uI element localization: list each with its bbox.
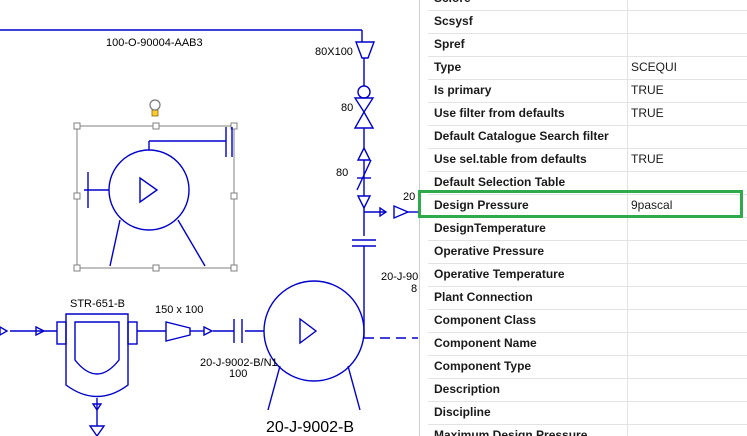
property-divider [627,333,628,355]
property-divider [627,218,628,240]
property-row[interactable]: Discipline [428,402,747,425]
valve-1-label: 80 [341,102,353,114]
property-divider [627,195,628,217]
property-name: Use filter from defaults [434,106,565,120]
property-row[interactable]: Operative Temperature [428,264,747,287]
property-divider [627,34,628,56]
property-row[interactable]: Is primary TRUE [428,80,747,103]
property-row[interactable]: Default Catalogue Search filter [428,126,747,149]
property-divider [627,11,628,33]
nozzle-size: 100 [229,368,247,380]
reducer-top[interactable] [354,41,376,86]
property-divider [627,126,628,148]
property-row[interactable]: Use filter from defaults TRUE [428,103,747,126]
property-row[interactable]: Maximum Design Pressure [428,425,747,436]
flange-vertical[interactable] [352,239,418,339]
property-name: Description [434,382,501,396]
property-divider [627,287,628,309]
property-value[interactable]: TRUE [631,83,664,97]
property-name: Type [434,60,462,74]
property-name: Scsysf [434,14,473,28]
property-divider [627,80,628,102]
property-name: Plant Connection [434,290,533,304]
property-divider [627,402,628,424]
property-name: Spref [434,37,465,51]
selected-pump[interactable] [73,99,238,272]
property-row[interactable]: Spref [428,34,747,57]
property-row[interactable]: Description [428,379,747,402]
check-valve[interactable] [356,142,372,210]
property-name: Component Class [434,313,537,327]
property-row[interactable]: Default Selection Table [428,172,747,195]
property-divider [627,172,628,194]
property-value[interactable]: 9pascal [631,198,673,212]
partial-label-20j: 20-J-90 [381,271,418,283]
property-name: Use sel.table from defaults [434,152,587,166]
property-divider [627,57,628,79]
property-divider [627,379,628,401]
property-name: DesignTemperature [434,221,546,235]
property-row[interactable]: Operative Pressure [428,241,747,264]
property-row[interactable]: Use sel.table from defaults TRUE [428,149,747,172]
property-row[interactable]: Plant Connection [428,287,747,310]
property-row[interactable]: DesignTemperature [428,218,747,241]
partial-label-20: 20 [403,191,415,203]
reducer-top-label: 80X100 [315,46,353,58]
property-row[interactable]: Sclore [428,0,747,11]
property-name: Operative Temperature [434,267,565,281]
property-name: Default Catalogue Search filter [434,129,609,143]
property-name: Maximum Design Pressure [434,428,588,436]
property-row[interactable]: Component Type [428,356,747,379]
property-divider [627,149,628,171]
strainer-str-651-b[interactable] [0,313,138,436]
flange-horizontal[interactable] [203,319,243,343]
property-name: Default Selection Table [434,175,566,189]
property-row[interactable]: Component Class [428,310,747,333]
property-divider [627,425,628,436]
property-divider [627,0,628,10]
pump-label: 20-J-9002-B [266,419,354,436]
valve-1[interactable] [353,85,375,142]
reducer-left-label: 150 x 100 [155,304,203,316]
property-name: Sclore [434,0,471,5]
property-row[interactable]: Component Name [428,333,747,356]
strainer-label: STR-651-B [70,298,125,310]
property-divider [627,356,628,378]
property-divider [627,103,628,125]
property-row[interactable]: Design Pressure 9pascal [428,195,747,218]
pump-20-j-9002-b[interactable] [245,280,365,411]
pid-canvas[interactable]: 100-O-90004-AAB3 80X100 80 80 20 [0,0,419,436]
property-row[interactable]: Type SCEQUI [428,57,747,80]
property-name: Component Name [434,336,537,350]
property-value[interactable]: TRUE [631,152,664,166]
nozzle-label: 20-J-9002-B/N1 [200,357,278,369]
property-name: Is primary [434,83,492,97]
line-top-label: 100-O-90004-AAB3 [106,37,203,49]
reducer-left[interactable] [137,321,204,342]
property-divider [627,264,628,286]
property-name: Design Pressure [434,198,529,212]
property-divider [627,241,628,263]
property-name: Component Type [434,359,532,373]
property-name: Operative Pressure [434,244,545,258]
property-divider [627,310,628,332]
property-value[interactable]: TRUE [631,106,664,120]
valve-2-label: 80 [336,167,348,179]
property-name: Discipline [434,405,491,419]
properties-panel: ScloreScsysfSprefTypeSCEQUIIs primaryTRU… [419,0,747,436]
partial-label-8: 8 [411,283,417,295]
property-value[interactable]: SCEQUI [631,60,678,74]
property-row[interactable]: Scsysf [428,11,747,34]
